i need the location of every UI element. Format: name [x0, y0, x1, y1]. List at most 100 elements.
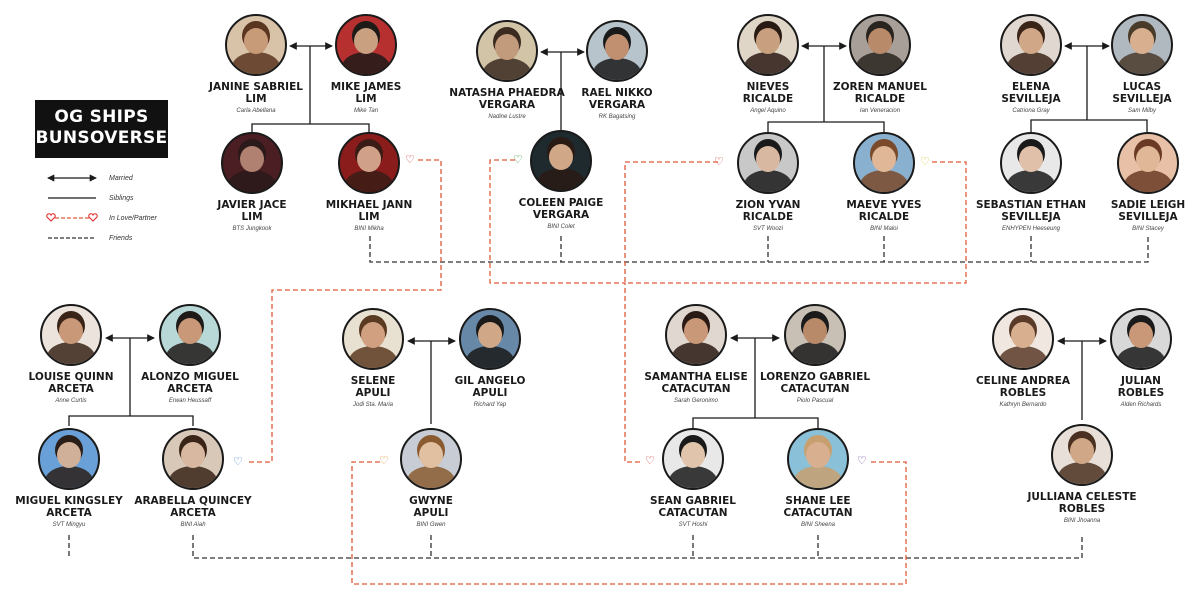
person-portrayer: Erwan Heussaff: [168, 398, 212, 404]
avatar: [1110, 308, 1172, 370]
person-portrayer: BINI Maloi: [870, 226, 898, 232]
avatar: [342, 308, 404, 370]
avatar: [1117, 132, 1179, 194]
heart-icon-gwyne: ♡: [379, 455, 389, 467]
person-name: Arabella Quincey Arceta: [134, 495, 252, 519]
person-name: Sadie Leigh Sevilleja: [1110, 199, 1186, 223]
person-louise: Louise Quinn ArcetaAnne Curtis: [11, 304, 131, 404]
person-portrayer: SVT Woozi: [752, 226, 783, 232]
legend-friends: Friends: [48, 234, 133, 242]
person-name: Gil Angelo Apuli: [454, 375, 526, 399]
person-name: Coleen Paige Vergara: [518, 197, 604, 221]
person-elena: Elena SevillejaCatriona Gray: [971, 14, 1091, 114]
legend: Married Siblings In Love/Partner Friends: [45, 168, 185, 248]
person-portrayer: BINI Sheena: [800, 522, 836, 528]
person-name: Celine Andrea Robles: [975, 375, 1071, 399]
person-name: Zion Yvan Ricalde: [735, 199, 801, 223]
person-name: Selene Apuli: [350, 375, 396, 399]
heart-icon-arabella: ♡: [233, 456, 243, 468]
legend-married: Married: [47, 174, 133, 182]
person-portrayer: BINI Aiah: [180, 522, 206, 528]
person-zion: Zion Yvan RicaldeSVT Woozi: [708, 132, 828, 232]
person-mike: Mike James LimMike Tan: [306, 14, 426, 114]
person-gil: Gil Angelo ApuliRichard Yap: [430, 308, 550, 408]
person-name: Nieves Ricalde: [742, 81, 794, 105]
avatar: [335, 14, 397, 76]
person-name: Natasha Phaedra Vergara: [449, 87, 565, 111]
person-portrayer: Sarah Geronimo: [673, 398, 719, 404]
person-zoren: Zoren Manuel RicaldeIan Veneracion: [820, 14, 940, 114]
avatar: [459, 308, 521, 370]
person-selene: Selene ApuliJodi Sta. Maria: [313, 308, 433, 408]
love-line-maeve-shane: [625, 161, 967, 284]
person-portrayer: BINI Mikha: [354, 226, 384, 232]
legend-love: In Love/Partner: [45, 208, 185, 228]
avatar: [849, 14, 911, 76]
person-portrayer: BINI Stacey: [1132, 226, 1164, 232]
person-lucas: Lucas SevillejaSam Milby: [1082, 14, 1200, 114]
avatar: [665, 304, 727, 366]
person-name: Sean Gabriel Catacutan: [650, 495, 736, 519]
person-julian: Julian RoblesAlden Richards: [1081, 308, 1200, 408]
avatar: [1051, 424, 1113, 486]
person-alonzo: Alonzo Miguel ArcetaErwan Heussaff: [130, 304, 250, 404]
avatar: [159, 304, 221, 366]
person-name: Zoren Manuel Ricalde: [833, 81, 927, 105]
person-portrayer: BTS Jungkook: [232, 226, 272, 232]
person-maeve: Maeve Yves RicaldeBINI Maloi: [824, 132, 944, 232]
person-portrayer: Piolo Pascual: [796, 398, 834, 404]
legend-siblings: Siblings: [48, 194, 134, 202]
heart-icon-mikhael: ♡: [405, 154, 415, 166]
person-name: Shane Lee Catacutan: [783, 495, 853, 519]
person-name: Gwyne Apuli: [409, 495, 453, 519]
person-name: Elena Sevilleja: [1001, 81, 1061, 105]
person-natasha: Natasha Phaedra VergaraNadine Lustre: [447, 20, 567, 120]
avatar: [530, 130, 592, 192]
friends-line-top: [369, 236, 1149, 263]
person-portrayer: Anne Curtis: [55, 398, 87, 404]
person-portrayer: BINI Colet: [547, 224, 575, 230]
person-janine: Janine Sabriel LimCarla Abellana: [196, 14, 316, 114]
love-line-zion-sean: [624, 161, 718, 283]
page-title: OG SHIPS BUNSOVERSE: [35, 100, 168, 158]
person-shane: Shane Lee CatacutanBINI Sheena: [758, 428, 878, 528]
avatar: [737, 14, 799, 76]
person-miguel: Miguel Kingsley ArcetaSVT Mingyu: [9, 428, 129, 528]
person-portrayer: Jodi Sta. Maria: [352, 402, 394, 408]
person-portrayer: Alden Richards: [1120, 402, 1162, 408]
person-portrayer: Mike Tan: [353, 108, 379, 114]
person-name: Javier Jace Lim: [217, 199, 287, 223]
person-name: Maeve Yves Ricalde: [846, 199, 922, 223]
person-nieves: Nieves RicaldeAngel Aquino: [708, 14, 828, 114]
person-name: Lucas Sevilleja: [1112, 81, 1172, 105]
person-portrayer: Richard Yap: [473, 402, 507, 408]
person-samantha: Samantha Elise CatacutanSarah Geronimo: [636, 304, 756, 404]
avatar: [40, 304, 102, 366]
person-celine: Celine Andrea RoblesKathryn Bernardo: [963, 308, 1083, 408]
avatar: [476, 20, 538, 82]
person-coleen: Coleen Paige VergaraBINI Colet: [501, 130, 621, 230]
person-portrayer: Angel Aquino: [750, 108, 786, 114]
heart-icon-zion: ♡: [714, 156, 724, 168]
person-gwyne: Gwyne ApuliBINI Gwen: [371, 428, 491, 528]
person-portrayer: Ian Veneracion: [859, 108, 901, 114]
person-rael: Rael Nikko VergaraRK Bagatsing: [557, 20, 677, 120]
person-portrayer: ENHYPEN Heeseung: [1001, 226, 1061, 232]
love-line-mikhael-arabella: [246, 159, 442, 463]
avatar: [586, 20, 648, 82]
person-name: Mikhael Jann Lim: [325, 199, 413, 223]
person-julliana: Julliana Celeste RoblesBINI Jhoanna: [1022, 424, 1142, 524]
friends-line-bottom: [192, 535, 1083, 559]
person-portrayer: Kathryn Bernardo: [999, 402, 1047, 408]
person-portrayer: BINI Jhoanna: [1063, 518, 1101, 524]
person-lorenzo: Lorenzo Gabriel CatacutanPiolo Pascual: [755, 304, 875, 404]
person-portrayer: Carla Abellana: [236, 108, 276, 114]
heart-icon-sean: ♡: [645, 455, 655, 467]
avatar: [162, 428, 224, 490]
avatar: [787, 428, 849, 490]
avatar: [221, 132, 283, 194]
love-line-coleen-gwyne: [489, 159, 640, 463]
person-sebastian: Sebastian Ethan SevillejaENHYPEN Heeseun…: [971, 132, 1091, 232]
person-portrayer: BINI Gwen: [416, 522, 446, 528]
